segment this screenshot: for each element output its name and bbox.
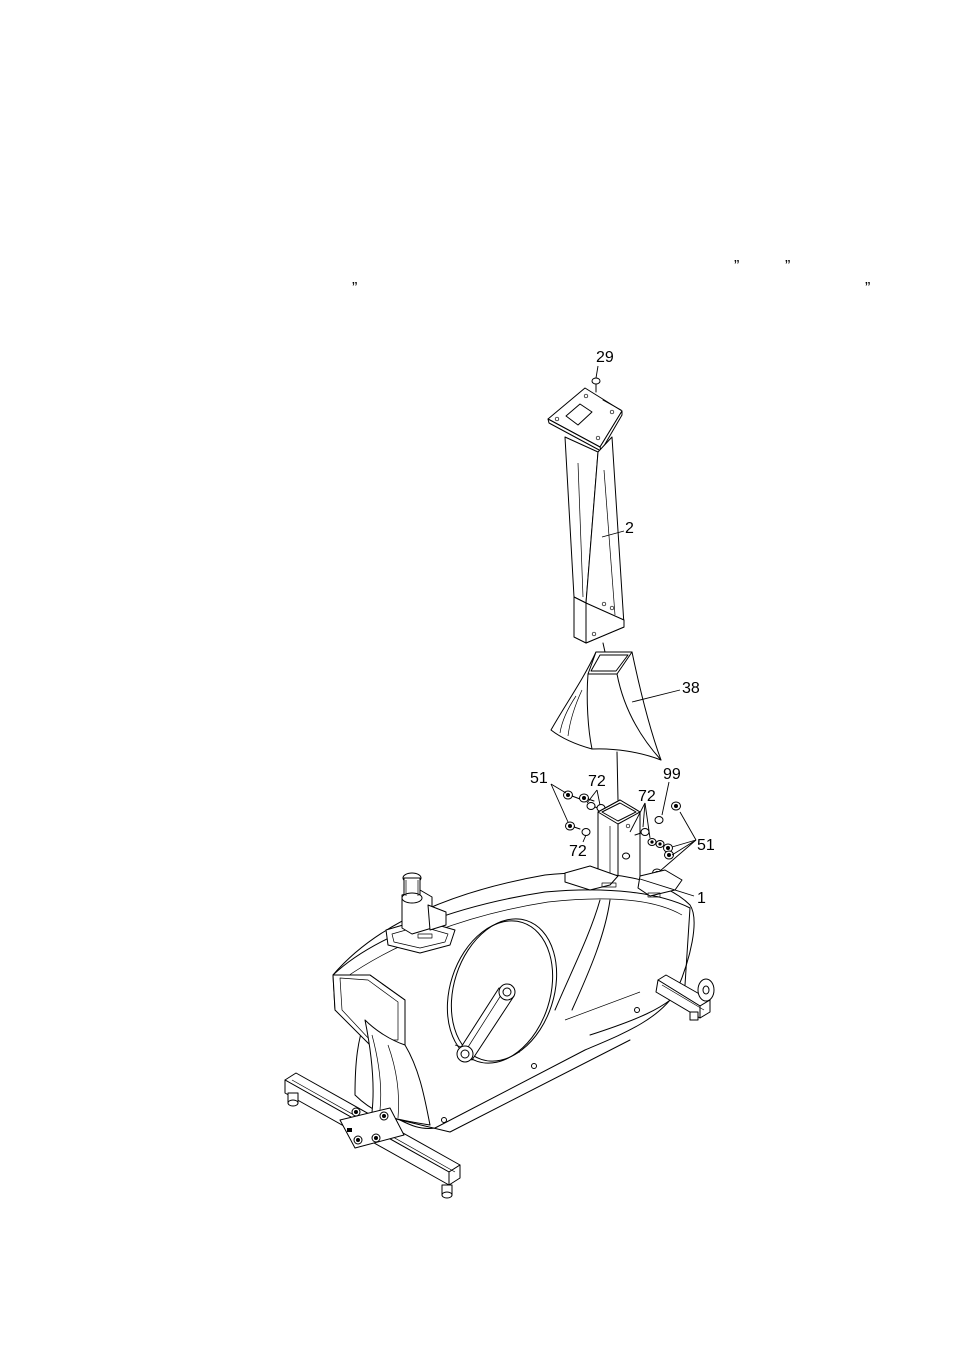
- label-part-72-bottom: 72: [569, 843, 587, 860]
- label-part-2: 2: [625, 520, 634, 537]
- label-part-72-top: 72: [588, 773, 606, 790]
- label-part-1: 1: [697, 890, 706, 907]
- part-29-bolt: [592, 378, 600, 392]
- label-part-99: 99: [663, 766, 681, 783]
- label-part-72-right: 72: [638, 788, 656, 805]
- label-part-51-right: 51: [697, 837, 715, 854]
- label-part-29: 29: [596, 349, 614, 366]
- part-38-shroud: [551, 652, 661, 760]
- part-2-console-mast: [548, 388, 624, 652]
- label-part-51-left: 51: [530, 770, 548, 787]
- handlebar-post-stub: [386, 873, 455, 953]
- label-part-38: 38: [682, 680, 700, 697]
